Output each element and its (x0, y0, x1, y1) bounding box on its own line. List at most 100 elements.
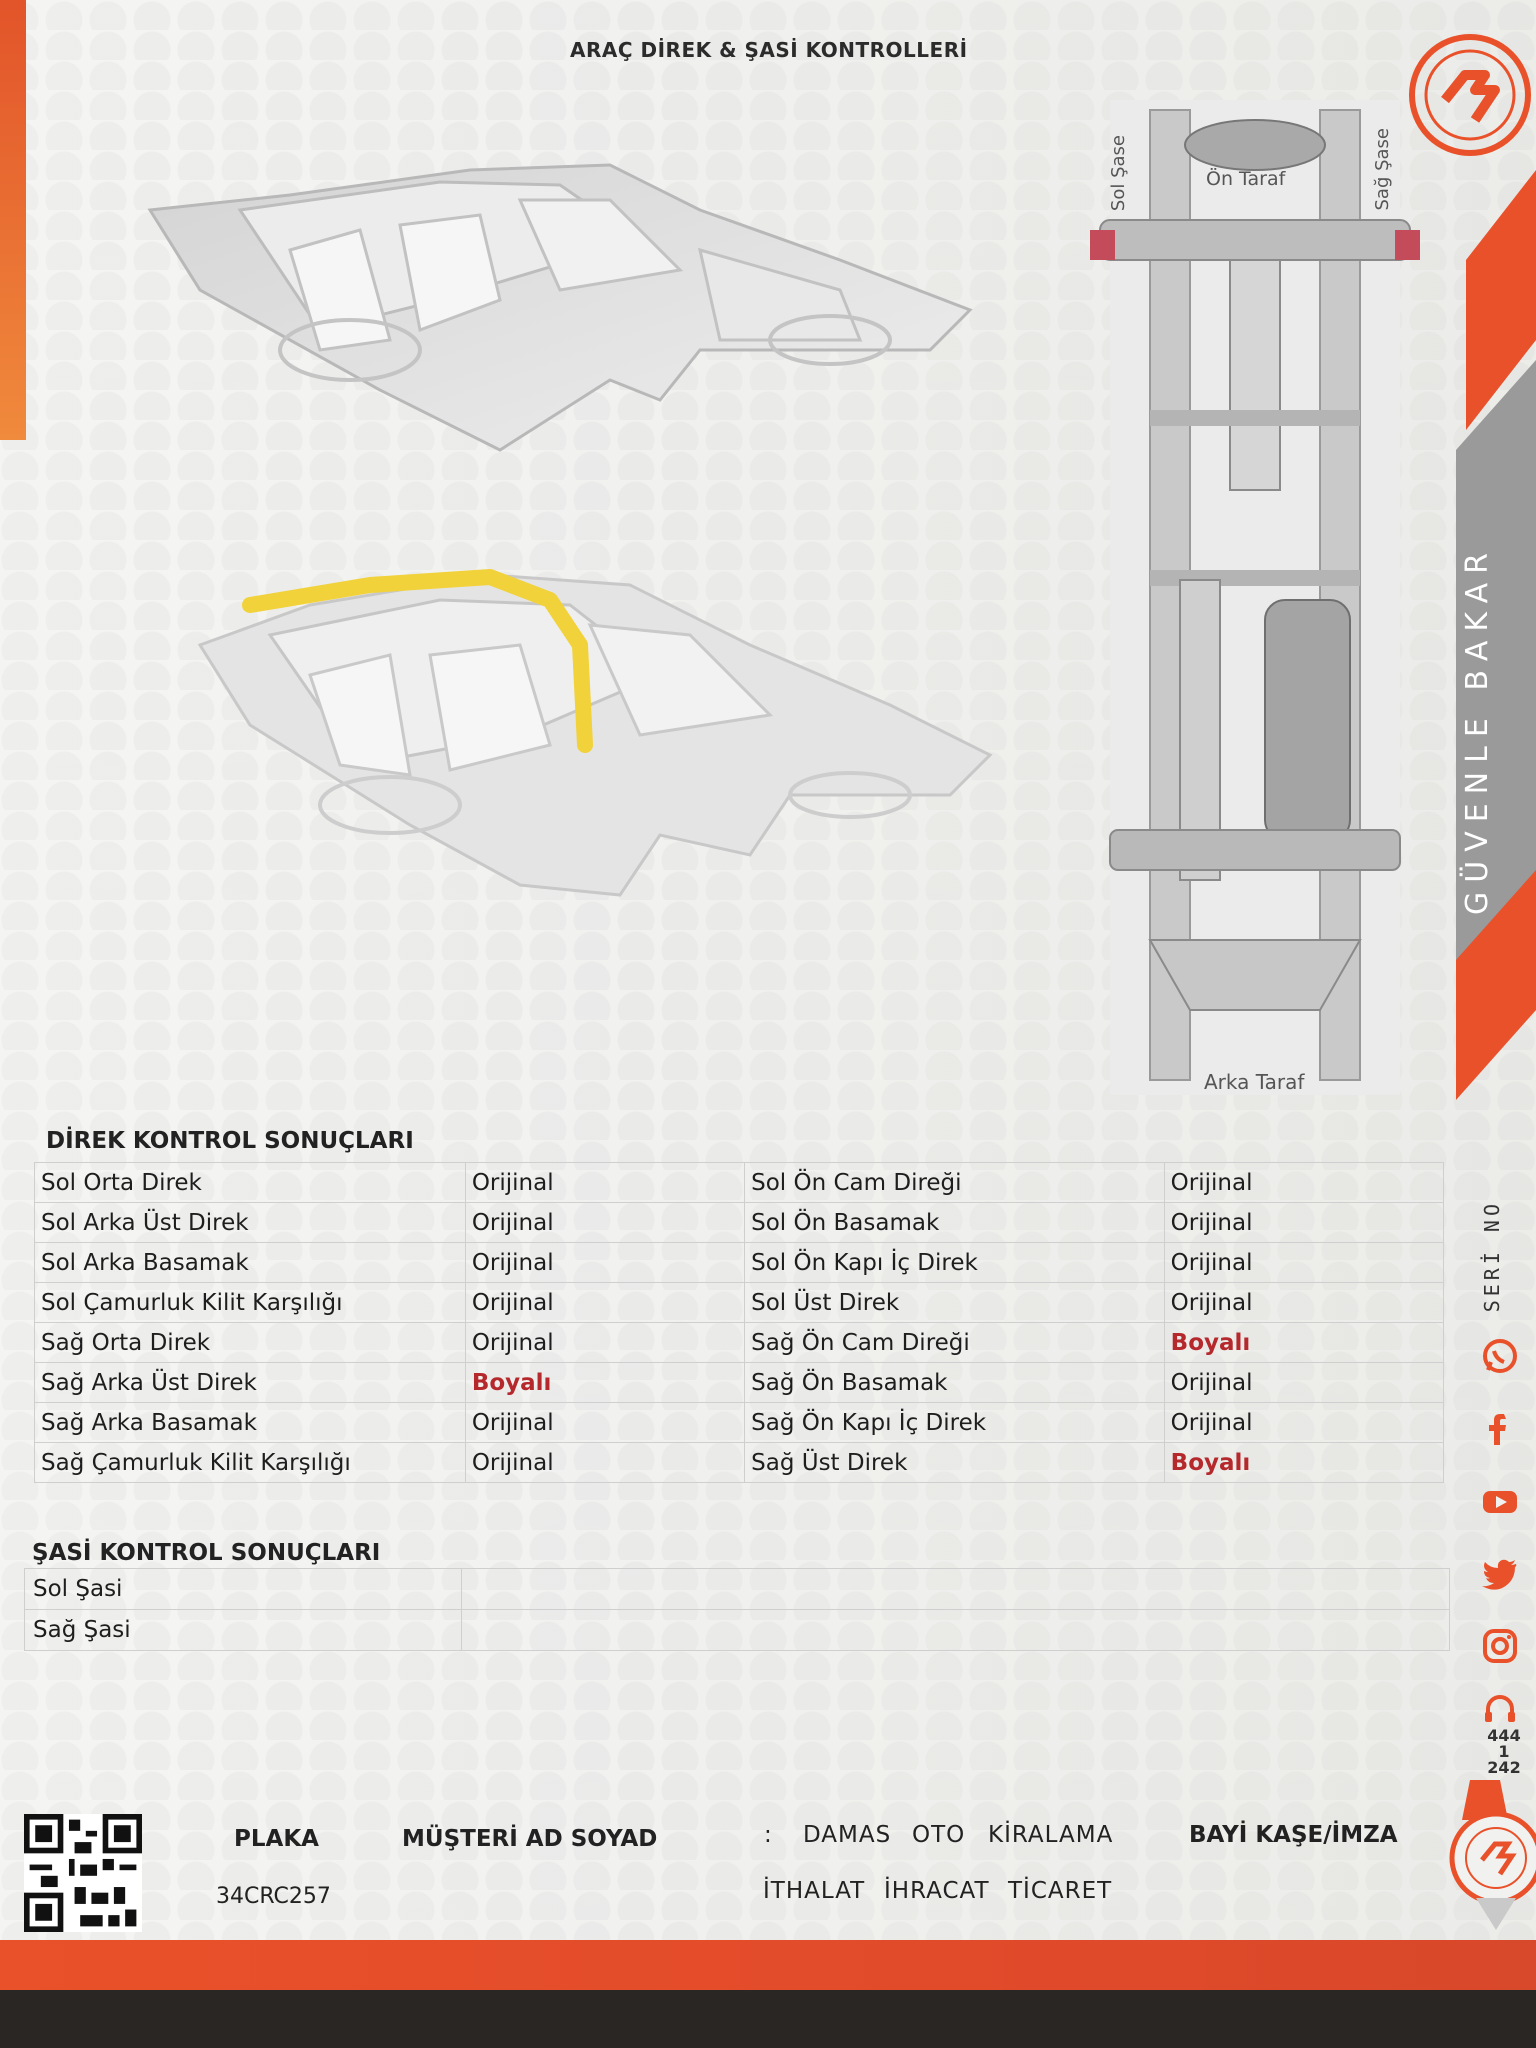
direk-right-value: Orijinal (1163, 1282, 1445, 1323)
plaka-label: PLAKA (234, 1826, 319, 1852)
phone-number-part: 1 (1498, 1742, 1510, 1761)
direk-right-label: Sol Ön Cam Direği (744, 1162, 1165, 1203)
direk-left-value: Orijinal (464, 1402, 746, 1443)
direk-right-value-text: Orijinal (1170, 1249, 1253, 1276)
section-title: ARAÇ DİREK & ŞASİ KONTROLLERİ (570, 38, 968, 62)
direk-right-value-text: Orijinal (1170, 1209, 1253, 1236)
direk-right-value-text: Orijinal (1170, 1409, 1253, 1436)
direk-left-value: Boyalı (464, 1362, 746, 1403)
serial-number-label: SERİ NO (1480, 1200, 1504, 1313)
direk-right-value-text: Boyalı (1170, 1329, 1251, 1356)
direk-right-value-text: Boyalı (1170, 1449, 1251, 1476)
direk-right-label-text: Sağ Ön Cam Direği (751, 1329, 970, 1356)
direk-left-value-text: Orijinal (471, 1249, 554, 1276)
direk-right-value: Boyalı (1163, 1442, 1445, 1483)
direk-results-heading: DİREK KONTROL SONUÇLARI (46, 1128, 414, 1154)
table-row: Sol Arka Üst Direk Orijinal Sol Ön Basamak… (34, 1202, 1445, 1243)
direk-left-label-text: Sağ Orta Direk (41, 1329, 211, 1356)
table-row: Sol Orta Direk Orijinal Sol Ön Cam Direği O… (34, 1162, 1445, 1203)
whatsapp-icon[interactable] (1480, 1336, 1520, 1376)
instagram-icon[interactable] (1480, 1626, 1520, 1666)
direk-left-label-text: Sağ Arka Basamak (41, 1409, 257, 1436)
direk-left-label: Sol Arka Üst Direk (34, 1202, 466, 1243)
direk-left-label-text: Sağ Arka Üst Direk (41, 1369, 257, 1396)
direk-right-value: Orijinal (1163, 1162, 1445, 1203)
direk-left-value: Orijinal (464, 1242, 746, 1283)
chassis-right-label: Sağ Şase (1372, 128, 1393, 211)
brand-logo-icon (1409, 34, 1531, 156)
inspection-report-page: ARAÇ DİREK & ŞASİ KONTROLLERİ (0, 0, 1536, 1990)
direk-left-value: Orijinal (464, 1202, 746, 1243)
sasi-value (461, 1568, 1450, 1610)
brand-slogan: GÜVENLE BAKAR (1460, 544, 1495, 916)
direk-right-value-text: Orijinal (1170, 1369, 1253, 1396)
direk-left-value-text: Orijinal (471, 1209, 554, 1236)
customer-name-colon: : (764, 1822, 773, 1848)
direk-left-label: Sağ Çamurluk Kilit Karşılığı (34, 1442, 466, 1483)
direk-left-value: Orijinal (464, 1162, 746, 1203)
direk-left-label-text: Sol Arka Üst Direk (41, 1209, 249, 1236)
direk-right-label: Sağ Üst Direk (744, 1442, 1165, 1483)
direk-left-value: Orijinal (464, 1282, 746, 1323)
direk-right-label: Sol Üst Direk (744, 1282, 1165, 1323)
customer-name-word: İHRACAT (884, 1878, 990, 1904)
direk-left-value-text: Orijinal (471, 1169, 554, 1196)
direk-left-label-text: Sağ Çamurluk Kilit Karşılığı (41, 1449, 351, 1476)
phone-number-part: 242 (1487, 1758, 1521, 1777)
direk-right-label: Sağ Ön Cam Direği (744, 1322, 1165, 1363)
customer-name-word: DAMAS (803, 1822, 892, 1848)
customer-name-word: İTHALAT (763, 1878, 866, 1904)
direk-left-value: Orijinal (464, 1322, 746, 1363)
qr-code (24, 1814, 142, 1932)
customer-name-label: MÜŞTERİ AD SOYAD (402, 1826, 658, 1852)
sasi-label: Sol Şasi (24, 1568, 462, 1610)
chassis-front-label: Ön Taraf (1206, 168, 1286, 190)
left-edge-stripe (0, 0, 26, 440)
phone-number-part: 444 (1487, 1726, 1521, 1745)
direk-right-value-text: Orijinal (1170, 1169, 1253, 1196)
direk-right-label-text: Sağ Ön Basamak (751, 1369, 948, 1396)
brand-side-band-graphic (1456, 170, 1536, 1100)
direk-right-value: Orijinal (1163, 1362, 1445, 1403)
twitter-icon[interactable] (1480, 1554, 1520, 1594)
plaka-value: 34CRC257 (216, 1884, 331, 1909)
table-row: Sağ Şasi (24, 1609, 1450, 1651)
car-body-illustration-top (147, 163, 973, 452)
headset-icon (1480, 1690, 1520, 1730)
footer-accent-bar (0, 1940, 1536, 1990)
direk-right-label-text: Sağ Üst Direk (751, 1449, 908, 1476)
direk-left-label: Sol Çamurluk Kilit Karşılığı (34, 1282, 466, 1323)
dealer-stamp-label: BAYİ KAŞE/İMZA (1189, 1822, 1398, 1848)
direk-left-label: Sol Arka Basamak (34, 1242, 466, 1283)
direk-left-label-text: Sol Orta Direk (41, 1169, 202, 1196)
facebook-icon[interactable] (1480, 1408, 1520, 1448)
direk-right-value: Orijinal (1163, 1402, 1445, 1443)
table-row: Sol Şasi (24, 1568, 1450, 1610)
car-body-illustration-bottom (197, 569, 993, 897)
direk-left-label-text: Sol Arka Basamak (41, 1249, 249, 1276)
direk-left-value-text: Orijinal (471, 1289, 554, 1316)
direk-right-label: Sağ Ön Kapı İç Direk (744, 1402, 1165, 1443)
direk-left-label-text: Sol Çamurluk Kilit Karşılığı (41, 1289, 343, 1316)
phone-number: 444 1 242 (1484, 1728, 1524, 1776)
chassis-illustration (1090, 100, 1420, 1095)
direk-left-label: Sağ Orta Direk (34, 1322, 466, 1363)
seal-stamp (1449, 1780, 1536, 1930)
youtube-icon[interactable] (1480, 1482, 1520, 1522)
direk-left-label: Sol Orta Direk (34, 1162, 466, 1203)
direk-right-value: Orijinal (1163, 1242, 1445, 1283)
direk-right-label-text: Sol Ön Cam Direği (751, 1169, 962, 1196)
chassis-rear-label: Arka Taraf (1204, 1070, 1305, 1094)
sasi-label: Sağ Şasi (24, 1609, 462, 1651)
direk-right-label-text: Sol Ön Basamak (751, 1209, 940, 1236)
direk-left-label: Sağ Arka Üst Direk (34, 1362, 466, 1403)
sasi-results-heading: ŞASİ KONTROL SONUÇLARI (32, 1540, 381, 1566)
